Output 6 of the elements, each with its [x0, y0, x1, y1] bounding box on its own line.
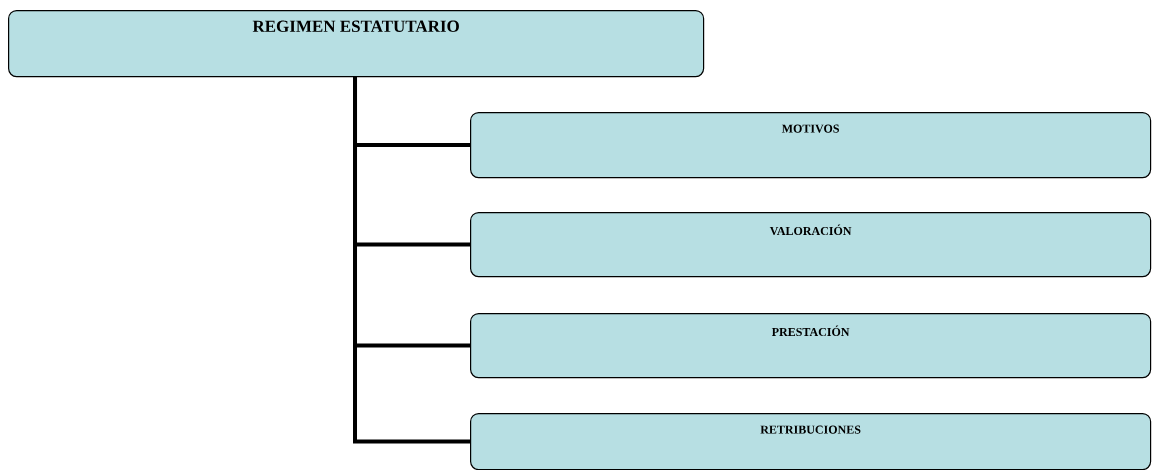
box: VALORACIÓN: [470, 212, 1152, 278]
box: MOTIVOS: [470, 112, 1152, 179]
box: REGIMEN ESTATUTARIO: [8, 10, 705, 78]
box: RETRIBUCIONES: [470, 413, 1152, 470]
box: PRESTACIÓN: [470, 313, 1152, 379]
connector-line: [353, 77, 470, 444]
